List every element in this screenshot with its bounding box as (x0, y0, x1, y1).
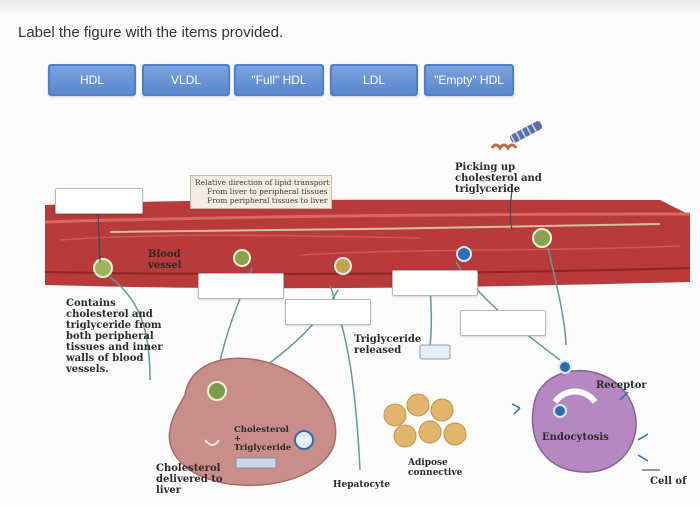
blood-vessel-shape (45, 199, 690, 289)
label-blood-vessel: Blood vessel (148, 249, 182, 271)
hdl-particle-1 (93, 258, 113, 278)
legend-item-peripheral-to-liver: From peripheral tissues to liver (207, 196, 328, 205)
chip-empty-hdl[interactable]: "Empty" HDL (424, 64, 514, 96)
chip-full-hdl[interactable]: "Full" HDL (234, 64, 324, 96)
drop-target-5[interactable] (460, 310, 546, 336)
hdl-particle-2 (233, 249, 251, 267)
chip-vldl[interactable]: VLDL (142, 64, 230, 96)
empty-hdl-particle (532, 228, 552, 248)
legend-title: Relative direction of lipid transport (195, 178, 330, 187)
label-cholesterol-delivered: Cholesterol delivered to liver (156, 463, 223, 496)
vldl-particle (334, 257, 352, 275)
label-adipose: Adipose connective (408, 458, 463, 478)
instruction-text: Label the figure with the items provided… (18, 24, 284, 41)
drop-target-4[interactable] (392, 270, 478, 296)
receptor-strand (510, 121, 543, 144)
label-cholesterol-triglyceride: Cholesterol + Triglyceride (234, 425, 292, 453)
label-receptor: Receptor (596, 380, 647, 391)
label-picking-up: Picking up cholesterol and triglyceride (455, 162, 542, 195)
legend-item-liver-to-peripheral: From liver to peripheral tissues (207, 187, 328, 196)
label-cell-of: Cell of (650, 476, 687, 487)
lipid-transport-legend: Relative direction of lipid transport Fr… (190, 175, 332, 209)
chip-ldl[interactable]: LDL (330, 64, 418, 96)
label-contains: Contains cholesterol and triglyceride fr… (66, 298, 163, 375)
chip-hdl[interactable]: HDL (48, 64, 136, 96)
label-triglyceride-released: Triglyceride released (354, 334, 422, 356)
adipose-cells (383, 393, 467, 448)
label-endocytosis: Endocytosis (542, 432, 609, 443)
ldl-particle-1 (456, 246, 472, 262)
drop-target-3[interactable] (285, 299, 371, 325)
top-band (0, 0, 700, 12)
drop-target-2[interactable] (198, 273, 284, 299)
label-hepatocyte: Hepatocyte (333, 480, 391, 490)
drop-target-1[interactable] (55, 188, 143, 214)
